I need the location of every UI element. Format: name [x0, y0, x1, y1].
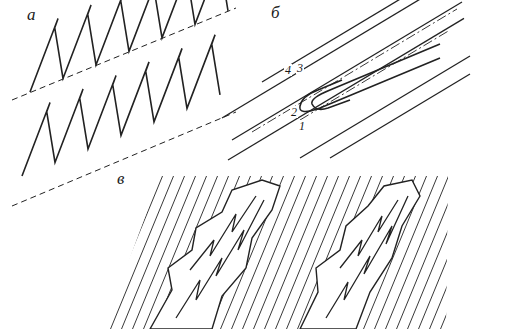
- panel-letter: в: [116, 170, 125, 187]
- hatch-line: [502, 170, 508, 329]
- layer-line: [300, 56, 470, 158]
- hatch-line: [480, 170, 508, 329]
- callout-number: 3: [296, 62, 304, 74]
- hatch-line: [469, 170, 508, 329]
- hatch-line: [73, 170, 143, 329]
- layer-line: [228, 18, 464, 160]
- zone-layer: [190, 196, 256, 270]
- jagged-zone: [300, 180, 420, 329]
- callout-number: 1: [298, 120, 306, 132]
- callout-number: 2: [290, 106, 298, 118]
- panel-v-drawing: [40, 170, 508, 329]
- panel-b-drawing: [222, 0, 470, 160]
- hatch-line: [51, 170, 121, 329]
- hatch-line: [458, 170, 508, 329]
- fold-hinge: [300, 44, 440, 112]
- jagged-zone: [150, 180, 280, 329]
- sawtooth-layer: [22, 35, 220, 176]
- hatch-line: [62, 170, 132, 329]
- hatch-line: [436, 170, 506, 329]
- panel-letter: б: [270, 4, 281, 21]
- layer-line: [330, 74, 470, 158]
- hatch-line: [491, 170, 508, 329]
- zone-layer: [340, 200, 398, 268]
- zone-layer: [176, 200, 264, 318]
- panel-a-drawing: [12, 0, 236, 206]
- layer-line: [232, 2, 462, 140]
- hatch-line: [447, 170, 508, 329]
- axial-line: [300, 30, 450, 120]
- hatch-line: [425, 170, 495, 329]
- hatch-line: [40, 170, 110, 329]
- axial-line: [252, 9, 457, 132]
- hatch-line: [414, 170, 484, 329]
- callout-number: 4: [284, 64, 292, 76]
- layer-line: [222, 0, 422, 118]
- zone-layer: [326, 196, 408, 318]
- panel-letter: а: [26, 6, 37, 23]
